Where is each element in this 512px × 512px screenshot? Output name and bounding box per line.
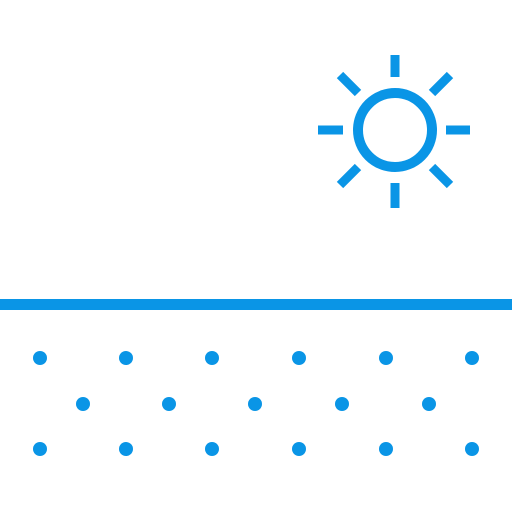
sand-dot <box>119 442 133 456</box>
sand-dot <box>379 351 393 365</box>
horizon-line <box>0 299 512 310</box>
sand-dot <box>465 442 479 456</box>
sun-icon <box>318 55 470 208</box>
sand-dot <box>33 442 47 456</box>
sand-dot <box>76 397 90 411</box>
sun-disc <box>353 88 437 172</box>
sand-dot <box>119 351 133 365</box>
sand-dot <box>205 351 219 365</box>
sun-ray-top-right <box>428 71 454 97</box>
sand-dot <box>162 397 176 411</box>
sand-dot <box>379 442 393 456</box>
sand-dot <box>248 397 262 411</box>
sun-ray-bottom-right <box>428 163 454 189</box>
sand-dot <box>335 397 349 411</box>
sand-dot <box>422 397 436 411</box>
sand-dot <box>465 351 479 365</box>
sand-dot <box>205 442 219 456</box>
sand-dot <box>292 351 306 365</box>
sun-ray-top-left <box>336 71 362 97</box>
sun-ray-bottom-left <box>336 163 362 189</box>
sand-dots <box>33 351 479 456</box>
sand-dot <box>33 351 47 365</box>
sand-dot <box>292 442 306 456</box>
